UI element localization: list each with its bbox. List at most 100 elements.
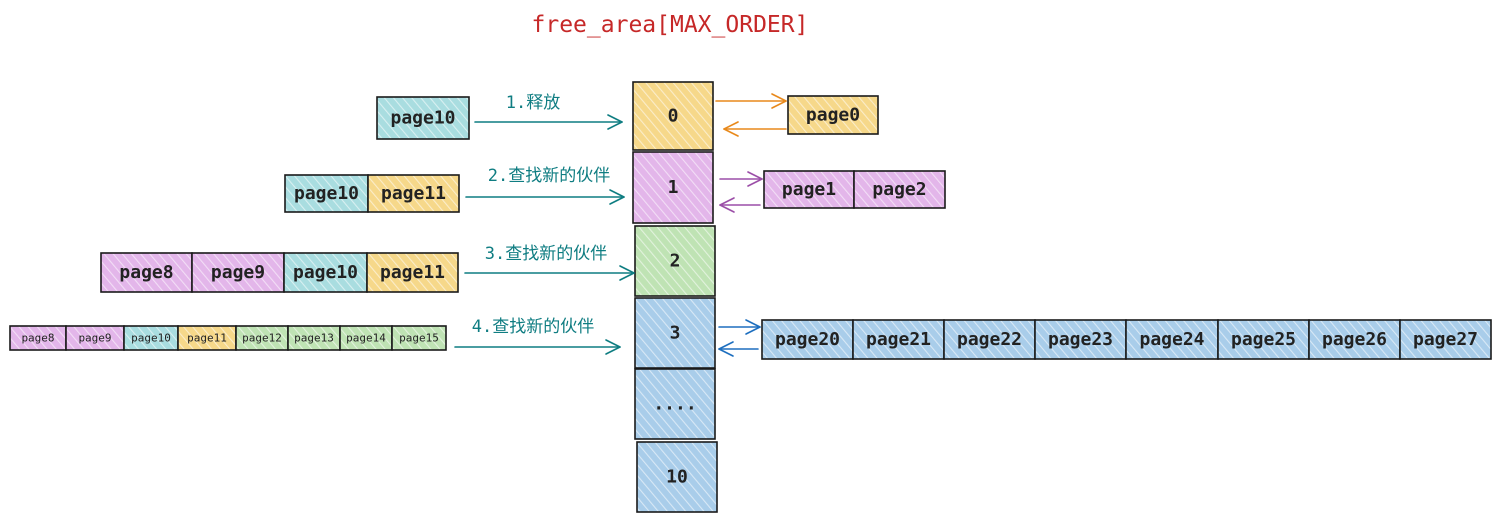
step-2-page-box-border (367, 174, 460, 213)
free-list-0-page-box: page0 (787, 95, 879, 135)
step-3-page-box: page11 (366, 252, 459, 293)
free-list-0-next-arrow (715, 93, 787, 109)
free-area-slot-5-hatch (637, 442, 717, 512)
step-3-page-box: page8 (100, 252, 193, 293)
diagram-title: free_area[MAX_ORDER] (532, 12, 809, 38)
free-list-3-page-box-label: page27 (1413, 329, 1478, 350)
free-list-3-prev-arrow-head (718, 341, 734, 357)
free-area-slot-3-border (634, 297, 716, 369)
step-2-arrow-head (609, 189, 625, 205)
free-list-3-page-box-label: page23 (1048, 329, 1113, 350)
step-4-page-box-hatch (392, 326, 446, 350)
free-area-slot-1: 1 (632, 151, 714, 224)
free-area-slot-0-hatch (633, 82, 713, 150)
step-4-page-box-hatch (124, 326, 178, 350)
free-area-array: 0 123.... 10 (632, 81, 718, 513)
free-area-slot-1-hatch (633, 152, 713, 223)
step-4-page-box-label: page8 (21, 332, 54, 345)
free-list-3-page-box-hatch (944, 320, 1035, 359)
free-list-1-page-box: page1 (763, 170, 855, 209)
step-3-arrow-head (619, 265, 635, 281)
step-3-page-box-border (366, 252, 459, 293)
step-4-page-box-hatch (66, 326, 124, 350)
free-list-1-page-box-border (853, 170, 946, 209)
free-list-3-page-box: page22 (943, 319, 1036, 360)
step-4-page-box: page10 (123, 325, 179, 351)
free-area-slot-0-label: 0 (668, 106, 679, 127)
step-3-page-box-hatch (367, 253, 458, 292)
free-list-3-page-box: page23 (1034, 319, 1127, 360)
step-3-arrow (464, 265, 635, 281)
step-4-page-box: page9 (65, 325, 125, 351)
step-3-page-box-label: page8 (119, 262, 173, 283)
free-list-0-prev-arrow (723, 121, 787, 137)
step-4-arrow (454, 339, 621, 355)
step-4-page-box-label: page14 (346, 332, 386, 345)
step-4-page-box-hatch (178, 326, 236, 350)
free-list-3-page-box-label: page20 (775, 329, 840, 350)
free-list-0-prev-arrow-head (723, 121, 739, 137)
free-list-order-0: page0 (715, 93, 879, 137)
free-list-3-page-box-border (1399, 319, 1492, 360)
free-list-3-page-box: page26 (1308, 319, 1401, 360)
step-1-page-box-hatch (377, 97, 469, 139)
step-4-label: 4.查找新的伙伴 (472, 317, 594, 337)
step-4-page-box-label: page9 (78, 332, 111, 345)
step-3-page-box: page9 (191, 252, 285, 293)
free-area-slot-2-border (634, 225, 716, 297)
step-3-page-box: page10 (283, 252, 368, 293)
free-list-1-page-box-hatch (764, 171, 854, 208)
step-2-label: 2.查找新的伙伴 (488, 166, 610, 186)
free-area-slot-5: 10 (636, 441, 718, 513)
free-list-0-page-box-border (787, 95, 879, 135)
step-4-page-box-hatch (236, 326, 288, 350)
free-area-slot-2: 2 (634, 225, 716, 297)
free-list-1-next-arrow-head (747, 171, 763, 187)
step-4-page-box-hatch (340, 326, 392, 350)
free-list-3-page-box-label: page24 (1139, 329, 1204, 350)
free-list-3-page-box-hatch (1309, 320, 1400, 359)
free-area-slot-3: 3 (634, 297, 716, 369)
step-2-page-box-hatch (285, 175, 368, 212)
free-list-3-page-box-hatch (1126, 320, 1218, 359)
step-3-page-box-label: page10 (293, 262, 358, 283)
free-area-slot-1-border (632, 151, 714, 224)
step-3-page-box-label: page11 (380, 262, 445, 283)
step-2-arrow (465, 189, 625, 205)
free-area-slot-4-hatch (635, 369, 715, 439)
free-list-3-page-box-hatch (1218, 320, 1309, 359)
free-list-1-next-arrow (719, 171, 763, 187)
free-list-3-page-box: page20 (761, 319, 854, 360)
free-list-3-next-arrow (718, 319, 761, 335)
free-area-slot-0-border (632, 81, 714, 151)
free-area-slot-5-label: 10 (666, 467, 688, 488)
free-area-slot-4-label: .... (653, 394, 696, 415)
free-area-slot-4-border (634, 368, 716, 440)
step-1-arrow (474, 114, 623, 130)
step-1-label: 1.释放 (506, 93, 560, 113)
free-list-1-page-box: page2 (853, 170, 946, 209)
step-2-page-box: page11 (367, 174, 460, 213)
step-2-page-box-hatch (368, 175, 459, 212)
step-2-page-box: page10 (284, 174, 369, 213)
free-area-slot-3-hatch (635, 298, 715, 368)
step-3-page-box-hatch (192, 253, 284, 292)
step-3-page-box-hatch (284, 253, 367, 292)
step-4-page-box: page12 (235, 325, 289, 351)
free-area-slot-4: .... (634, 368, 716, 440)
free-list-3-page-box-hatch (1035, 320, 1126, 359)
step-4-page-box: page14 (339, 325, 393, 351)
free-list-3-page-box-hatch (762, 320, 853, 359)
step-4-page-box-label: page15 (399, 332, 439, 345)
step-3-page-box-hatch (101, 253, 192, 292)
step-4-page-box-hatch (10, 326, 66, 350)
